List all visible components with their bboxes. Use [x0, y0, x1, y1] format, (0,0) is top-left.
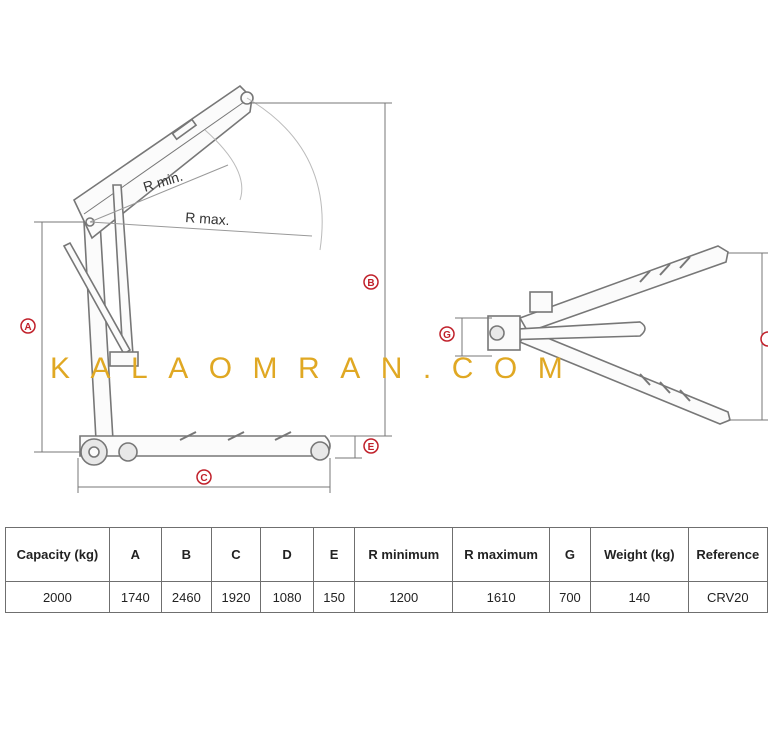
- r-max-arc: [246, 97, 323, 251]
- mast: [83, 221, 114, 441]
- svg-text:A: A: [24, 322, 31, 333]
- table-header-cell: G: [548, 527, 592, 582]
- base-leg: [79, 435, 331, 457]
- upper-leg-stripes: [639, 256, 691, 283]
- watermark: KALAOMRAN.COM: [50, 352, 584, 385]
- r-min-arc: [204, 129, 243, 201]
- table-row: 2000 1740 2460 1920 1080 150 1200 1610 7…: [5, 581, 768, 613]
- pump-handle: [62, 241, 132, 356]
- marker-b: B: [363, 274, 379, 290]
- table-cell: 1920: [210, 581, 262, 613]
- table-header-cell: D: [260, 527, 315, 582]
- table-header-cell: B: [160, 527, 212, 582]
- pump-block: [109, 351, 139, 367]
- top-winch: [529, 291, 553, 313]
- caster-wheel: [118, 442, 138, 462]
- rear-wheel-hub: [88, 446, 100, 458]
- radius-guides: [89, 97, 323, 251]
- table-cell: 140: [590, 581, 689, 613]
- table-header-cell: C: [210, 527, 262, 582]
- spec-table-wrapper: Capacity (kg) A B C D E R minimum R maxi…: [0, 527, 768, 617]
- svg-text:C: C: [200, 473, 207, 484]
- leg-stripes: [179, 431, 292, 441]
- marker-e: E: [363, 438, 379, 454]
- top-leg-upper: [518, 245, 729, 333]
- marker-a: A: [20, 318, 36, 334]
- boom-slot: [171, 118, 198, 141]
- dimension-lines: [34, 102, 392, 493]
- table-cell: 700: [548, 581, 592, 613]
- table-cell: 2460: [160, 581, 212, 613]
- svg-text:E: E: [368, 442, 375, 453]
- table-header-cell: A: [108, 527, 162, 582]
- table-cell: 1740: [108, 581, 162, 613]
- svg-text:G: G: [443, 330, 451, 341]
- table-header-cell: Reference: [687, 527, 768, 582]
- r-max-label: R max.: [185, 209, 230, 228]
- svg-text:B: B: [367, 278, 374, 289]
- table-cell: 1610: [452, 581, 550, 613]
- table-header-cell: R maximum: [452, 527, 550, 582]
- table-cell: CRV20: [687, 581, 768, 613]
- boom-inner-line: [83, 101, 245, 215]
- table-cell: 1200: [354, 581, 454, 613]
- table-cell: 2000: [5, 581, 110, 613]
- table-cell: 1080: [260, 581, 315, 613]
- spec-table: Capacity (kg) A B C D E R minimum R maxi…: [5, 527, 768, 613]
- top-view: [487, 245, 731, 425]
- r-min-ray: [89, 164, 229, 223]
- marker-c: C: [196, 469, 212, 485]
- top-wheel: [489, 325, 505, 341]
- r-max-ray: [89, 221, 313, 237]
- table-header-cell: Weight (kg): [590, 527, 689, 582]
- crane-diagram: R min. R max.: [20, 84, 768, 493]
- table-header-row: Capacity (kg) A B C D E R minimum R maxi…: [5, 527, 768, 582]
- top-boom: [499, 321, 646, 341]
- table-header-cell: Capacity (kg): [5, 527, 110, 582]
- front-wheel: [310, 441, 330, 461]
- marker-g: G: [439, 326, 455, 342]
- table-header-cell: R minimum: [354, 527, 454, 582]
- lower-leg-stripes: [639, 373, 691, 402]
- side-view: [62, 84, 331, 466]
- table-cell: 150: [313, 581, 356, 613]
- table-header-cell: E: [313, 527, 356, 582]
- marker-d-partial: [760, 331, 768, 347]
